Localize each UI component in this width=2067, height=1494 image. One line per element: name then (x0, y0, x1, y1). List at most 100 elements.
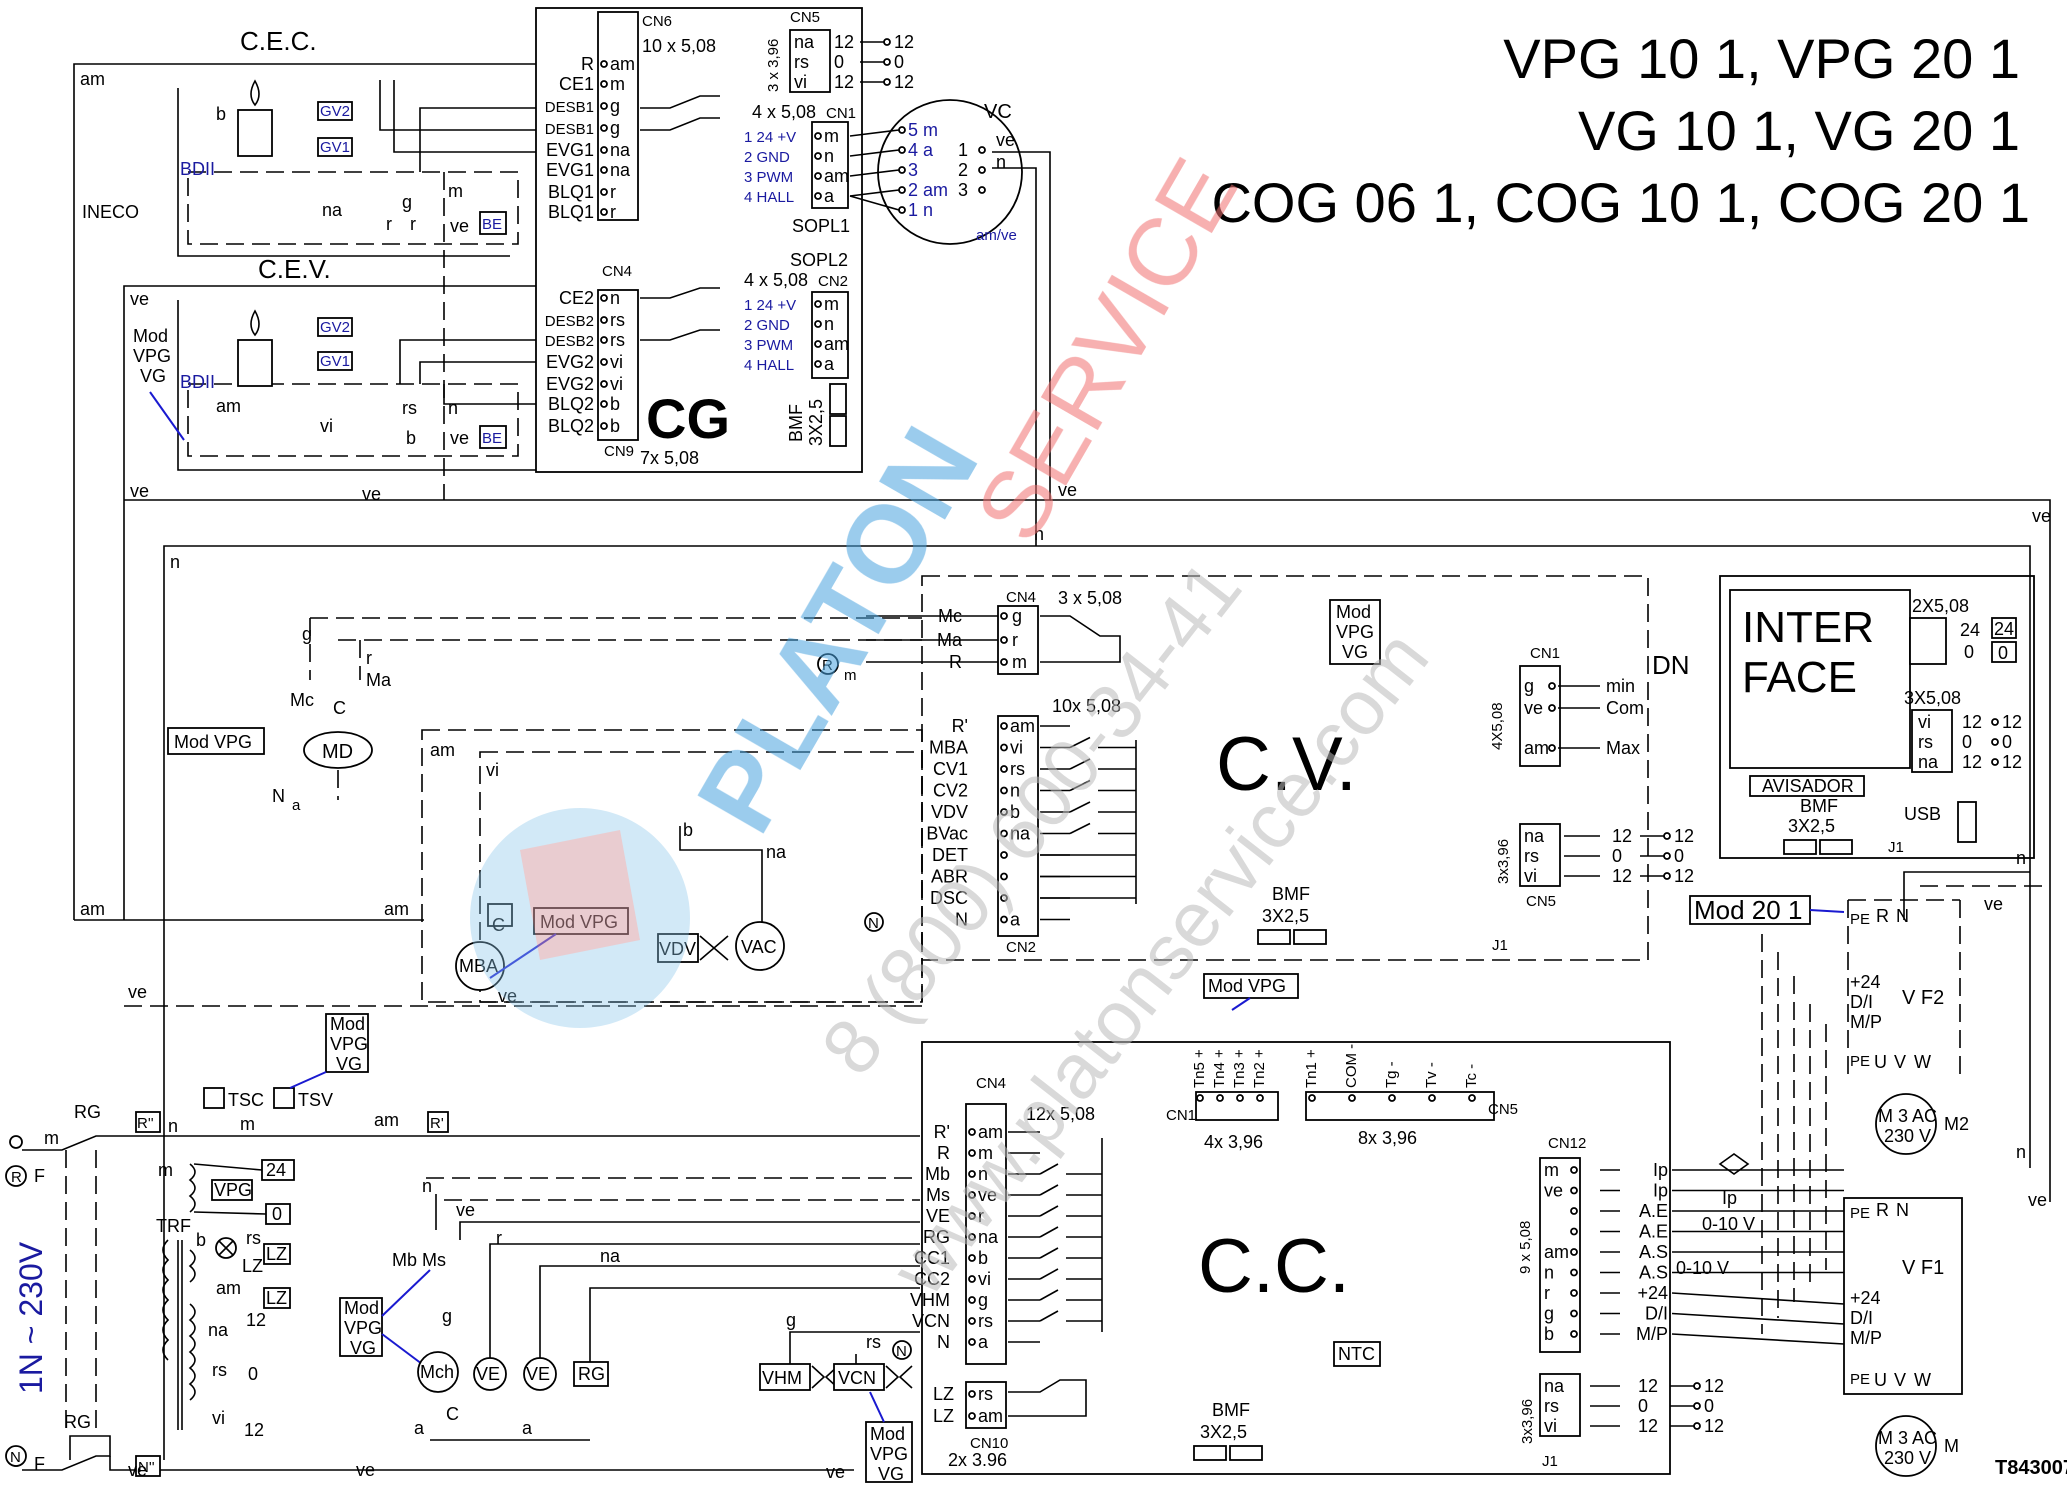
title-line-2: VG 10 1, VG 20 1 (1578, 99, 2020, 162)
cg-pin2-label-5: b (610, 394, 620, 414)
cv-cn4-pin-label-0: g (1012, 606, 1022, 626)
cc-cn3-pin-2: vi (1544, 1416, 1557, 1436)
cc-cn4-pin-6 (968, 1254, 976, 1262)
cv-cn5: CN5 (1526, 893, 1556, 910)
supply-m: m (44, 1128, 59, 1148)
cc-cn3-term-2 (1693, 1422, 1701, 1430)
sopl1-pin-label-2: am (824, 166, 849, 186)
cc-cn10-label-0: LZ (933, 1384, 954, 1404)
cc-cn1-label-2: Tn3 + (1231, 1049, 1248, 1088)
iface-c3-pin-2: na (1918, 752, 1939, 772)
cg-left2-label-6: BLQ2 (548, 416, 594, 436)
trf-vpg: VPG (214, 1180, 252, 1200)
cc-cn12-label-7: D/I (1645, 1304, 1668, 1324)
cg-left-label-0: R (581, 54, 594, 74)
interface-c2-box-24: 24 (1994, 619, 2014, 639)
cv-cn2-label-8: DSC (930, 888, 968, 908)
cc-cn5-pin-4 (1468, 1094, 1476, 1102)
cc-cn4-pin-label-6: b (978, 1248, 988, 1268)
vf2-out-u: U (1874, 1052, 1887, 1072)
sopl1-cn1: CN1 (826, 105, 856, 122)
sopl1-label-1: 2 GND (744, 149, 790, 166)
cc-cn4-pin-label-5: na (978, 1227, 999, 1247)
wire-am-left: am (80, 899, 105, 919)
cc-cn12-label-3: A.E (1639, 1222, 1668, 1242)
cc-cn1-pin-3 (1256, 1094, 1264, 1102)
c-label-mba: C (492, 915, 505, 935)
vc-pin-0 (898, 126, 906, 134)
cc-010-b: 0-10 V (1676, 1258, 1729, 1278)
cv-cn2-label-1: MBA (929, 738, 968, 758)
sopl2-label-0: 1 24 +V (744, 297, 796, 314)
ve-comp-2: VE (526, 1364, 550, 1384)
sopl2-pin-label-0: m (824, 294, 839, 314)
vf2-out-w: W (1914, 1052, 1931, 1072)
wire-rs-vcn: rs (866, 1332, 881, 1352)
wire-m-trf: m (158, 1160, 173, 1180)
cc-cn4-spec: 12x 5,08 (1026, 1104, 1095, 1124)
cv-cn4: CN4 (1006, 589, 1036, 606)
trf-na: na (208, 1320, 229, 1340)
cv-cn5-out-2: 12 (1674, 866, 1694, 886)
mod-vpg-2: Mod VPG (540, 912, 618, 932)
wire-g-1: g (402, 192, 412, 212)
cc-cn12-label-1: Ip (1653, 1181, 1668, 1201)
cc-cn10: CN10 (970, 1435, 1008, 1452)
cc-cn4-pin-label-0: am (978, 1122, 1003, 1142)
cv-cn2-label-7: ABR (931, 867, 968, 887)
cc-cn3-pin-0: na (1544, 1376, 1565, 1396)
cv-cn2-pin-5 (1000, 829, 1008, 838)
cg-pin2-5 (600, 400, 608, 408)
cg-cn5-term-0 (883, 38, 891, 46)
gv2-1: GV2 (320, 103, 350, 120)
cc-cn4-pin-label-8: g (978, 1290, 988, 1310)
cc-cn4-label-5: RG (923, 1227, 950, 1247)
cv-cn2-pin-label-1: vi (1010, 738, 1023, 758)
vf1-pe: PE (1850, 1205, 1870, 1222)
vc-pin-label-0: 5 m (908, 120, 938, 140)
cc-j1: J1 (1542, 1453, 1558, 1470)
gv2-2: GV2 (320, 319, 350, 336)
cv-cn2-pin-6 (1000, 851, 1008, 859)
cg-pin-2 (600, 102, 608, 110)
sopl1-pin-label-0: m (824, 126, 839, 146)
cc-bmf: BMF (1212, 1400, 1250, 1420)
interface-usb: USB (1904, 804, 1941, 824)
cc-cn5: CN5 (1488, 1101, 1518, 1118)
trf-vi: vi (212, 1408, 225, 1428)
cc-cn4-label-7: CC2 (914, 1269, 950, 1289)
sopl2-label-2: 3 PWM (744, 337, 793, 354)
cc-cn4-pin-3 (968, 1191, 976, 1199)
cv-cn1-term-2 (1548, 744, 1556, 752)
interface-bmf-spec: 3X2,5 (1788, 816, 1835, 836)
cc-cn4-pin-10 (968, 1338, 976, 1346)
cc-cn5-pin-2 (1388, 1094, 1396, 1102)
cv-cn2-label-6: DET (932, 845, 968, 865)
interface-board (1719, 575, 2035, 859)
gv1-1: GV1 (320, 139, 350, 156)
cg-left-label-4: EVG1 (546, 140, 594, 160)
vf1-m: M (1944, 1436, 1959, 1456)
vf1-n: N (1896, 1200, 1909, 1220)
cg-left2-label-4: EVG2 (546, 374, 594, 394)
sopl1-pin-label-3: a (824, 186, 835, 206)
wire-b-vdv: b (683, 820, 693, 840)
be-1: BE (482, 216, 502, 233)
cg-board (535, 7, 863, 473)
trf-rs: rs (246, 1228, 261, 1248)
iface-c3-val-0: 12 (1962, 712, 1982, 732)
vf1-out-u: U (1874, 1370, 1887, 1390)
cc-cn5-label-4: Tc - (1463, 1064, 1480, 1088)
bdii-2: BDII (180, 372, 215, 392)
title-line-3: COG 06 1, COG 10 1, COG 20 1 (1211, 171, 2030, 234)
cg-pin2-label-2: rs (610, 330, 625, 350)
cg-cn5: CN5 (790, 9, 820, 26)
mod-vpg-box-1 (167, 727, 265, 755)
cc-cn10-pin-label-0: rs (978, 1384, 993, 1404)
cc-cn1-label-0: Tn5 + (1191, 1049, 1208, 1088)
cv-mod-3: VG (1342, 642, 1368, 662)
cv-cn2-pin-label-4: b (1010, 802, 1020, 822)
cg-pin-label-4: na (610, 140, 631, 160)
cg-pin2-label-1: rs (610, 310, 625, 330)
cv-cn2-label-2: CV1 (933, 759, 968, 779)
